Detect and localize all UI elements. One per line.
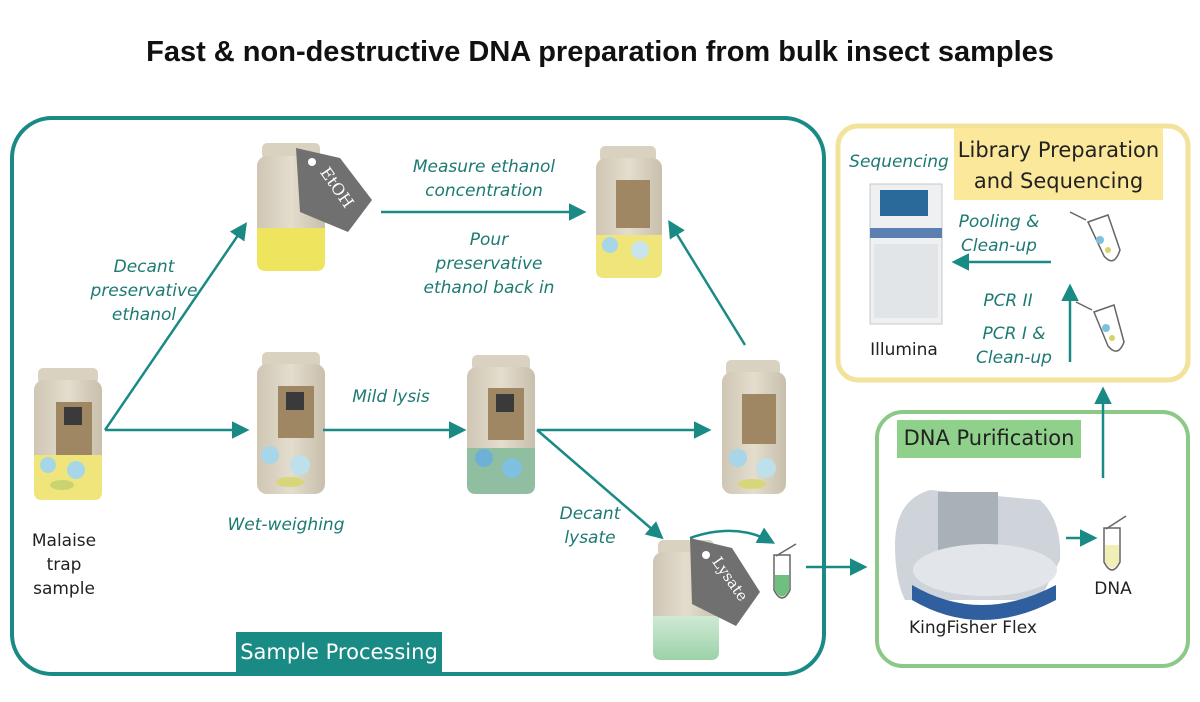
label-decant-lysate: Decant lysate [559,504,621,548]
tag-lysate [690,538,760,626]
tag-etoh [296,148,372,232]
library-sequencing-frame [835,123,1191,383]
sample-processing-label-bg [236,632,442,674]
arrows [103,203,1112,576]
page-title: Fast & non-destructive DNA preparation f… [146,36,1054,68]
label-measure-ethanol: Measure ethanol concentration [412,157,556,201]
bottle-mild-lysis [467,355,535,494]
label-pour-back: Pour preservative ethanol back in [423,230,555,298]
bottle-wet-weighing [257,352,325,494]
bottle-decanted [722,360,786,494]
label-dna: DNA [1094,579,1132,599]
dna-purification-label: DNA Purification [903,426,1075,450]
label-pcr2: PCR II [983,291,1033,311]
label-pcr1: PCR I & Clean-up [976,324,1052,368]
dna-purification-frame [875,410,1190,668]
bottle-returned [596,146,662,278]
tube-pooling [1069,211,1121,262]
kingfisher-instrument [895,490,1061,620]
dna-purification-label-bg [897,420,1081,458]
tube-lysate [773,543,797,599]
label-wet-weighing: Wet-weighing [227,515,345,535]
label-mild-lysis: Mild lysis [352,387,430,407]
illumina-sequencer [869,183,943,325]
label-kingfisher: KingFisher Flex [909,618,1037,638]
sample-processing-label: Sample Processing [240,640,438,664]
tube-dna [1103,515,1127,571]
label-malaise: Malaise trap sample [31,531,97,599]
label-pooling: Pooling & Clean-up [958,212,1040,256]
bottle-malaise [34,368,102,500]
tube-pcr [1075,301,1125,352]
label-decant-ethanol: Decant preservative ethanol [90,257,198,325]
library-label-bg [954,128,1163,200]
library-label: Library Preparation and Sequencing [957,138,1160,193]
label-sequencing: Sequencing [849,152,949,172]
label-illumina: Illumina [870,340,938,360]
